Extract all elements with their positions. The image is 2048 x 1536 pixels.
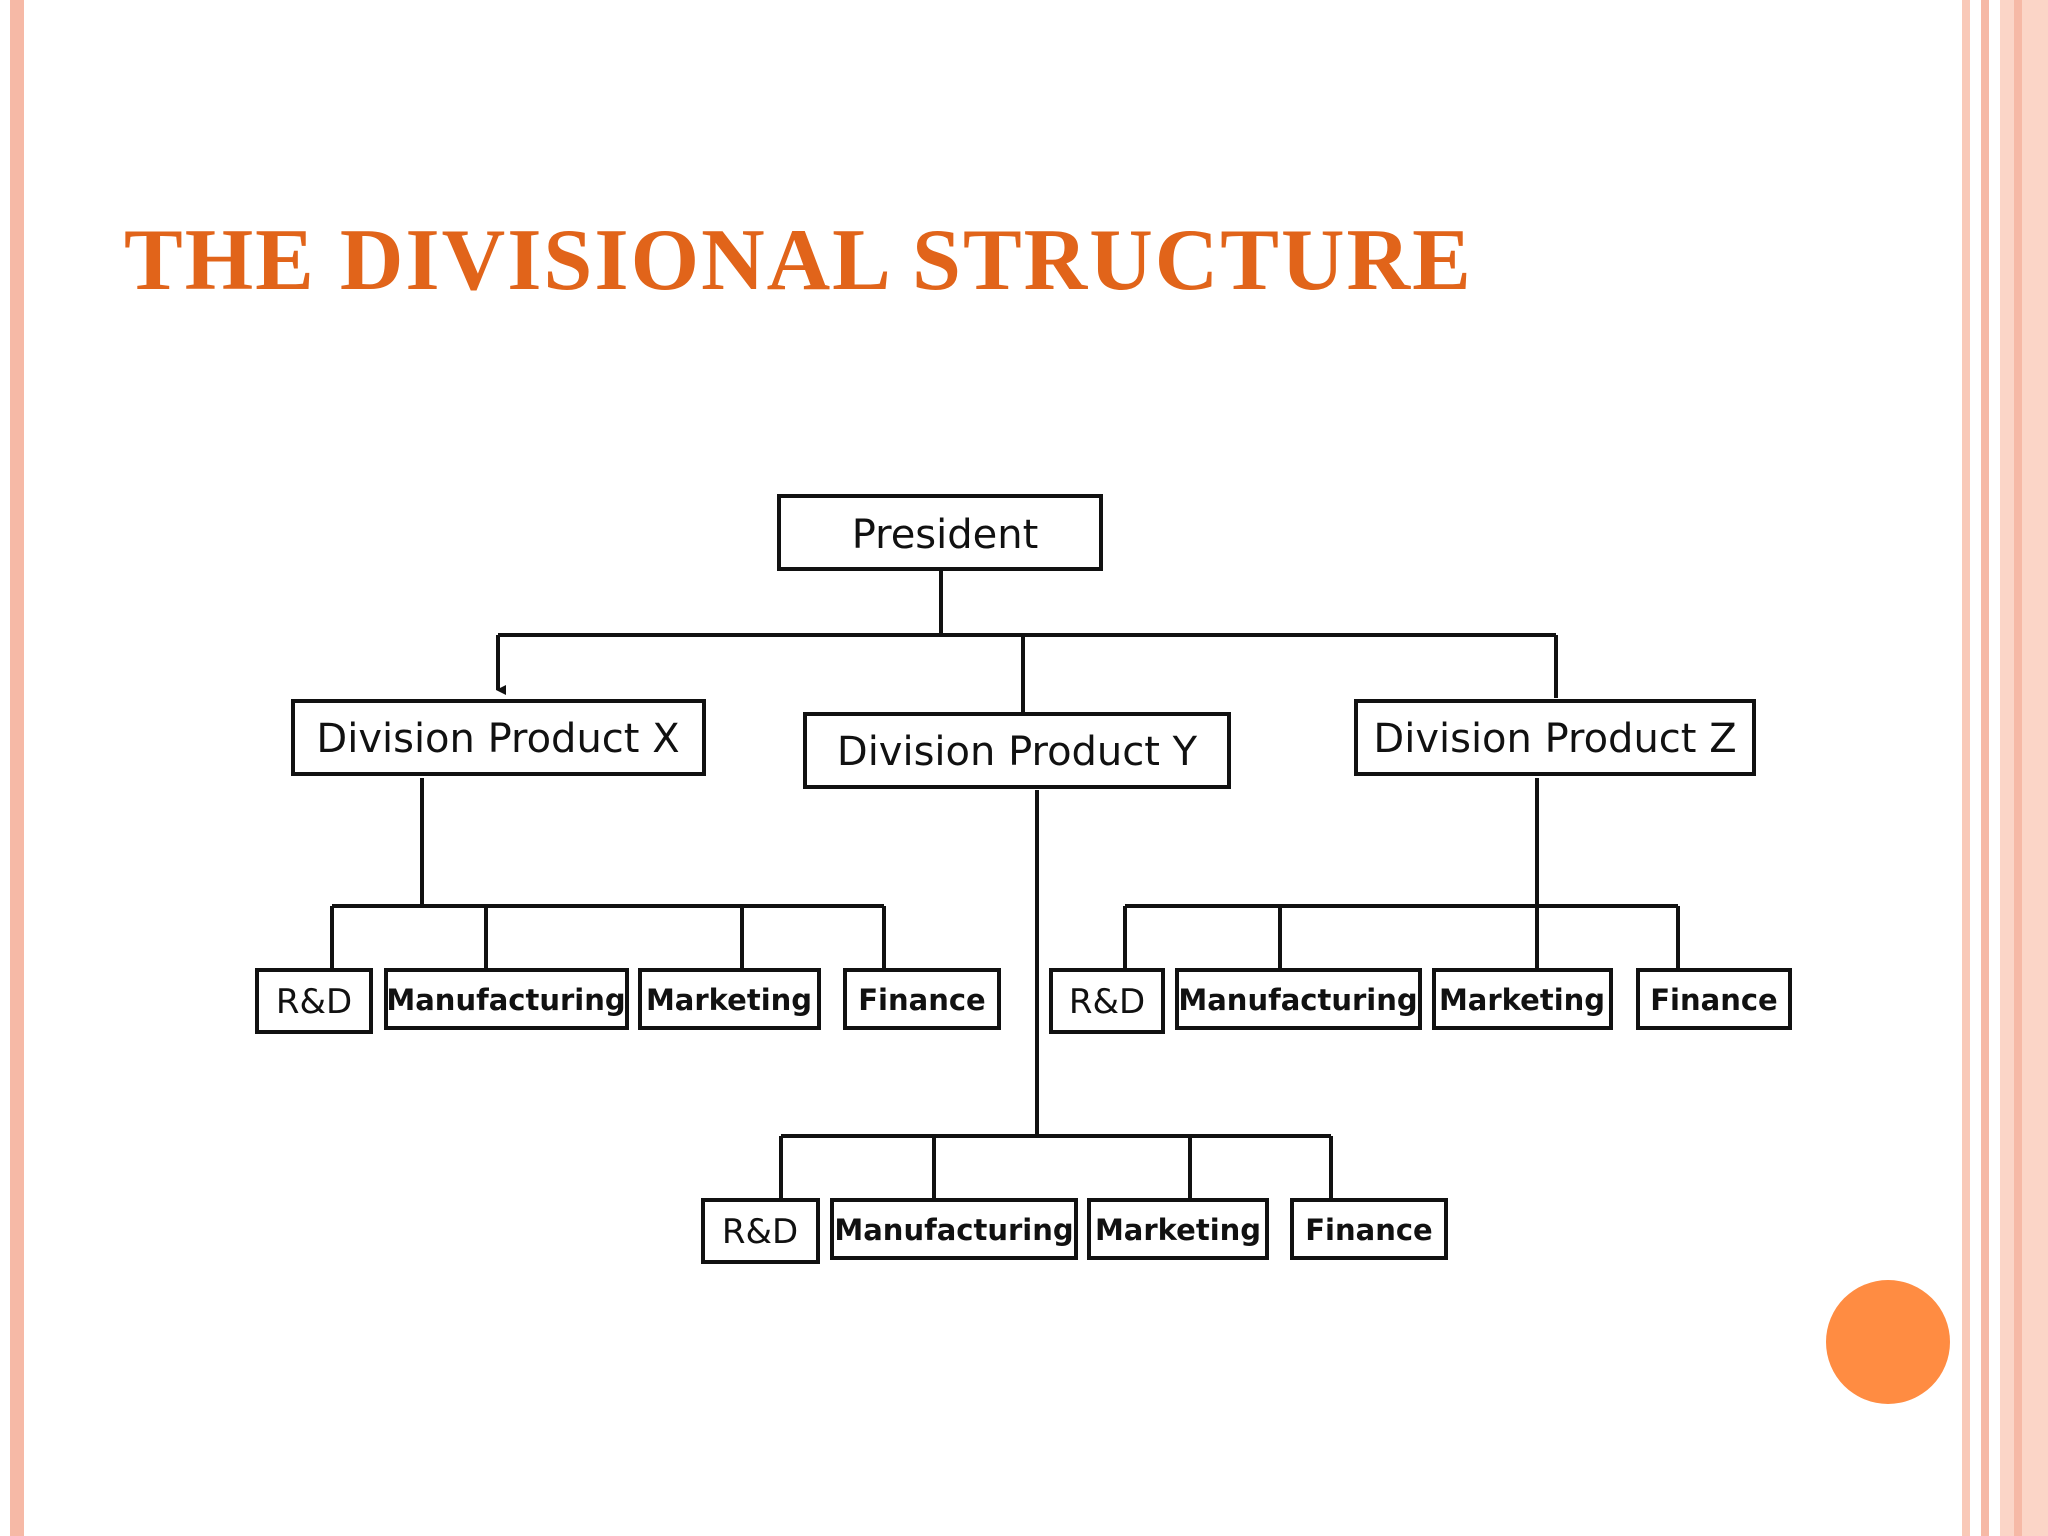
department-node: R&D [1049, 968, 1165, 1034]
department-node: Marketing [638, 968, 821, 1030]
department-box [701, 1198, 820, 1264]
president-node: President [777, 494, 1103, 571]
division-label: Division Product X [316, 716, 679, 762]
right-border-band [2000, 0, 2048, 1536]
right-border-stripe [2014, 0, 2022, 1536]
department-box [1290, 1198, 1448, 1260]
department-label: Marketing [646, 983, 812, 1017]
department-box [1175, 968, 1422, 1030]
department-node: R&D [701, 1198, 820, 1264]
department-label: Marketing [1095, 1213, 1261, 1247]
department-label: Marketing [1439, 983, 1605, 1017]
department-node: Manufacturing [1175, 968, 1422, 1030]
department-label: Manufacturing [1178, 983, 1417, 1017]
division-box [1354, 699, 1756, 776]
department-node: R&D [255, 968, 373, 1034]
department-box [1049, 968, 1165, 1034]
division-label: Division Product Y [837, 729, 1198, 775]
division-x-departments: R&D Manufacturing Marketing Finance [255, 968, 1001, 1034]
department-label: Finance [1305, 1213, 1432, 1247]
department-node: Finance [1636, 968, 1792, 1030]
department-node: Finance [1290, 1198, 1448, 1260]
department-node: Marketing [1432, 968, 1613, 1030]
department-box [1432, 968, 1613, 1030]
department-box [830, 1198, 1078, 1260]
right-border-stripe [1981, 0, 1989, 1536]
president-label: President [852, 512, 1039, 558]
decorative-circle [1826, 1280, 1950, 1404]
left-border-bar [10, 0, 24, 1536]
slide-title: THE DIVISIONAL STRUCTURE [124, 212, 1473, 309]
division-z-departments: R&D Manufacturing Marketing Finance [1049, 968, 1792, 1034]
division-y-node: Division Product Y [803, 712, 1231, 789]
department-label: Finance [1650, 983, 1777, 1017]
division-label: Division Product Z [1373, 716, 1736, 762]
department-label: Finance [858, 983, 985, 1017]
department-box [1636, 968, 1792, 1030]
department-label: R&D [1069, 982, 1145, 1022]
department-node: Manufacturing [830, 1198, 1078, 1260]
department-label: R&D [722, 1212, 798, 1252]
division-y-departments: R&D Manufacturing Marketing Finance [701, 1198, 1448, 1264]
department-box [843, 968, 1001, 1030]
president-box [777, 494, 1103, 571]
department-label: Manufacturing [834, 1213, 1073, 1247]
department-label: Manufacturing [386, 983, 625, 1017]
department-box [384, 968, 629, 1030]
division-z-node: Division Product Z [1354, 699, 1756, 776]
division-box [291, 699, 706, 776]
division-x-node: Division Product X [291, 699, 706, 776]
division-box [803, 712, 1231, 789]
department-box [1087, 1198, 1269, 1260]
department-box [638, 968, 821, 1030]
department-box [255, 968, 373, 1034]
connector-lines [330, 570, 1680, 1198]
department-node: Marketing [1087, 1198, 1269, 1260]
department-node: Finance [843, 968, 1001, 1030]
department-node: Manufacturing [384, 968, 629, 1030]
department-label: R&D [276, 982, 352, 1022]
right-border-stripe [1962, 0, 1970, 1536]
